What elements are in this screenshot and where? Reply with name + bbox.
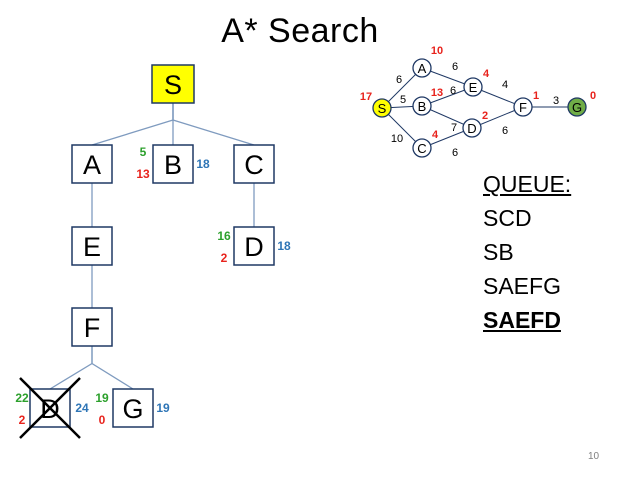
graph-node-circle	[412, 138, 432, 158]
queue-heading: QUEUE:	[483, 171, 572, 197]
tree-node-box	[71, 307, 113, 347]
heuristic-label: 10	[431, 45, 443, 57]
heuristic-label: 2	[482, 110, 488, 122]
edge-cost-label: 6	[396, 74, 402, 86]
tree-node-box	[233, 226, 275, 266]
graph-node-circle	[412, 96, 432, 116]
queue-entry: SAEFG	[483, 273, 561, 299]
g-cost-label: 19	[95, 391, 109, 405]
graph-node-e: E4	[463, 68, 490, 97]
tree-node-box	[233, 144, 275, 184]
graph-node-label: E	[469, 80, 478, 95]
page-number: 10	[588, 451, 600, 462]
edge-cost-label: 7	[451, 122, 457, 134]
tree-node-box	[71, 144, 113, 184]
graph-node-b: B 13	[412, 87, 443, 116]
f-cost-label: 24	[75, 401, 89, 415]
graph-node-circle	[567, 97, 587, 117]
graph-node-circle	[463, 77, 483, 97]
tree-node-label: D	[244, 232, 264, 262]
queue-entry: SCD	[483, 205, 532, 231]
g-cost-label: 16	[217, 229, 231, 243]
graph-node-circle	[372, 98, 392, 118]
f-cost-label: 18	[196, 157, 210, 171]
graph-node-label: C	[417, 141, 426, 156]
heuristic-label: 4	[483, 68, 490, 80]
edge-cost-label: 6	[502, 125, 508, 137]
tree-node-e: E	[71, 226, 113, 266]
f-cost-label: 18	[277, 239, 291, 253]
edge-cost-label: 6	[450, 85, 456, 97]
graph-node-d: D2	[462, 110, 488, 138]
slide-title: A* Search	[221, 12, 379, 50]
tree-node-label: C	[244, 150, 264, 180]
tree-node-box	[71, 226, 113, 266]
graph-node-label: D	[467, 121, 476, 136]
g-cost-label: 22	[15, 391, 29, 405]
tree-node-a: A	[71, 144, 113, 184]
h-cost-label: 0	[99, 413, 106, 427]
tree-node-s: S	[151, 64, 195, 104]
tree-edge	[91, 103, 174, 146]
heuristic-label: 1	[533, 90, 539, 102]
graph-node-circle	[462, 118, 482, 138]
tree-node-g: G 19 0 19	[95, 388, 170, 428]
edge-cost-label: 5	[400, 94, 406, 106]
graph-node-label: S	[378, 101, 387, 116]
search-tree-edges	[49, 103, 255, 390]
edge-cost-label: 4	[502, 79, 508, 91]
tree-node-box	[112, 388, 154, 428]
graph-edges: 6 5 10 6 6 7 6 4 6 3	[381, 61, 577, 159]
h-cost-label: 2	[221, 251, 228, 265]
graph-node-c: C4	[412, 129, 439, 158]
graph-node-f: F1	[513, 90, 539, 117]
edge-cost-label: 6	[452, 61, 458, 73]
tree-node-f: F	[71, 307, 113, 347]
graph-node-circle	[412, 58, 432, 78]
g-cost-label: 5	[140, 145, 147, 159]
edge-cost-label: 6	[452, 147, 458, 159]
edge-cost-label: 10	[391, 133, 403, 145]
h-cost-label: 2	[19, 413, 26, 427]
queue-entry: SAEFD	[483, 307, 561, 333]
graph-node-circle	[513, 97, 533, 117]
graph-node-label: B	[418, 99, 427, 114]
graph-node-s: S 17	[360, 91, 392, 118]
graph-node-label: A	[418, 61, 427, 76]
search-tree-nodes: SAB51318CD16218EFD22224G19019	[15, 64, 291, 439]
tree-edge	[91, 346, 134, 390]
tree-node-box	[152, 144, 194, 184]
tree-node-d1: D 16 2 18	[217, 226, 291, 266]
graph-node-label: F	[519, 100, 527, 115]
graph-node-label: G	[572, 100, 582, 115]
tree-edge	[172, 103, 255, 146]
tree-node-label: S	[164, 70, 182, 100]
cross-out-mark	[19, 377, 81, 439]
h-cost-label: 13	[136, 167, 150, 181]
tree-node-label: B	[164, 150, 182, 180]
tree-node-label: G	[122, 394, 143, 424]
tree-node-label: F	[84, 313, 101, 343]
tree-node-c: C	[233, 144, 275, 184]
heuristic-label: 17	[360, 91, 372, 103]
tree-node-b: B 5 13 18	[136, 144, 210, 184]
tree-node-box	[151, 64, 195, 104]
heuristic-label: 13	[431, 87, 443, 99]
heuristic-label: 0	[590, 90, 596, 102]
graph-node-g: G0	[567, 90, 596, 117]
tree-node-label: E	[83, 232, 101, 262]
queue-panel: QUEUE: SCD SB SAEFG SAEFD	[483, 167, 571, 337]
heuristic-label: 4	[432, 129, 439, 141]
f-cost-label: 19	[156, 401, 170, 415]
graph-node-a: A 10	[412, 45, 443, 78]
queue-entry: SB	[483, 239, 514, 265]
tree-edge	[49, 346, 93, 390]
edge-cost-label: 3	[553, 95, 559, 107]
tree-node-label: A	[83, 150, 101, 180]
tree-node-d2: D22224	[15, 377, 89, 439]
